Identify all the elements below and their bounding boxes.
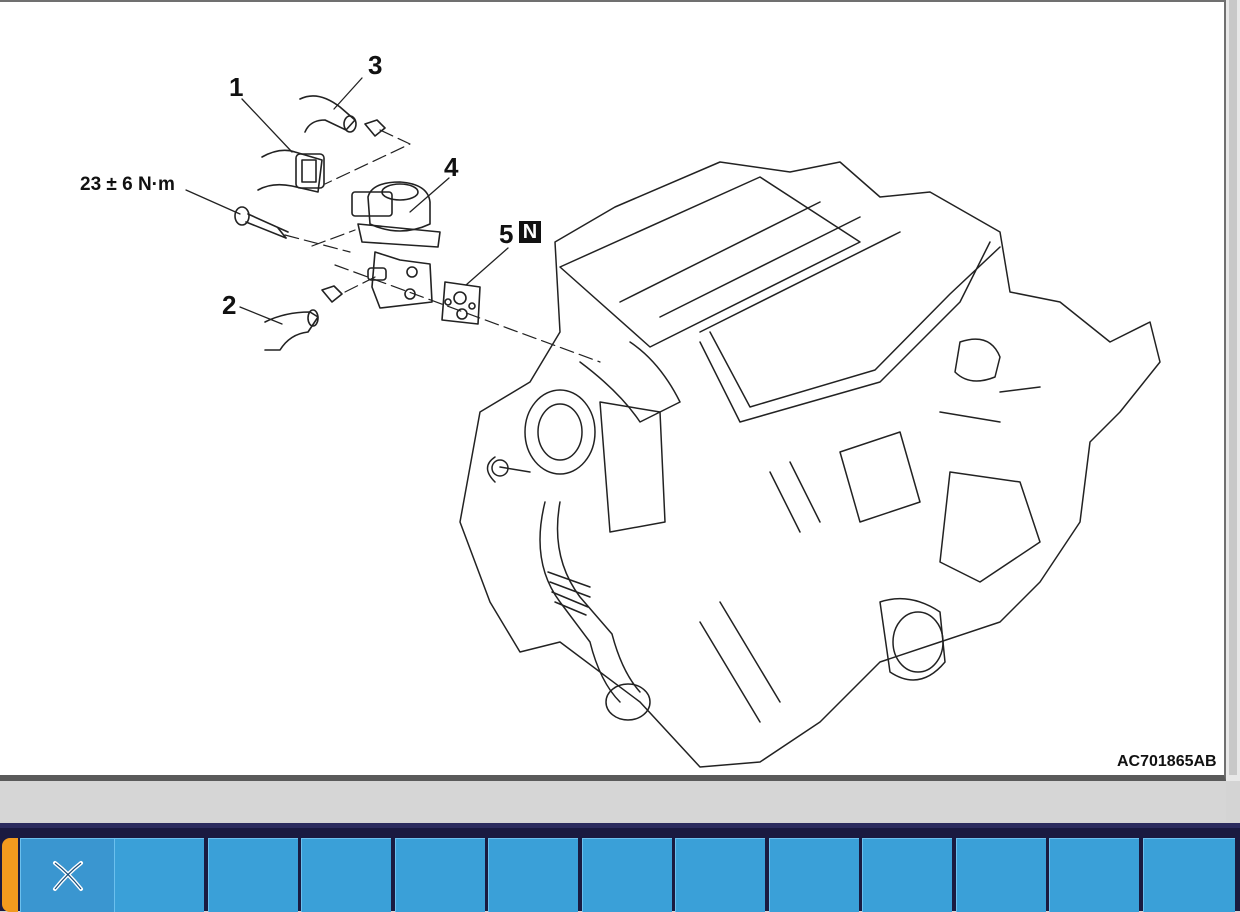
callout-1: 1 [229,72,244,102]
assembly-lines [284,129,601,363]
callout-3: 3 [368,50,383,80]
new-part-badge: N [519,221,541,243]
engine-block [459,161,1161,768]
toolbar-button-12[interactable] [1049,838,1139,912]
toolbar-button-6[interactable] [488,838,578,912]
egr-valve-diagram [185,77,1161,768]
toolbar-left-cap [2,838,18,912]
toolbar-button-2[interactable] [114,838,204,912]
bolt [234,206,289,239]
toolbar-button-13[interactable] [1143,838,1235,912]
connector-part-1 [257,149,325,193]
toolbar-button-9[interactable] [769,838,859,912]
diagram-viewer: 1 3 4 5 N 2 23 ± 6 N·m AC701865AB [0,0,1226,781]
torque-spec: 23 ± 6 N·m [80,174,175,195]
hose-part-3 [299,95,386,137]
gasket-part-5 [441,281,481,325]
callout-2: 2 [222,290,237,320]
leader-lines [185,77,509,325]
vertical-scrollbar[interactable] [1226,0,1240,781]
figure-id: AC701865AB [1117,753,1217,770]
toolbar-button-7[interactable] [582,838,672,912]
toolbar-button-5[interactable] [395,838,485,912]
toolbar-button-11[interactable] [956,838,1046,912]
close-button[interactable] [20,838,114,912]
hose-part-2 [264,285,343,351]
status-strip [0,781,1226,821]
toolbar-frame [0,828,1240,912]
scrollbar-thumb[interactable] [1229,0,1237,775]
callout-5: 5 [499,219,514,249]
bottom-toolbar [0,823,1240,912]
toolbar-button-4[interactable] [301,838,391,912]
close-x-icon [53,861,83,891]
egr-valve-part-4 [351,181,441,309]
callout-4: 4 [444,152,459,182]
toolbar-button-3[interactable] [208,838,298,912]
toolbar-button-10[interactable] [862,838,952,912]
toolbar-button-8[interactable] [675,838,765,912]
